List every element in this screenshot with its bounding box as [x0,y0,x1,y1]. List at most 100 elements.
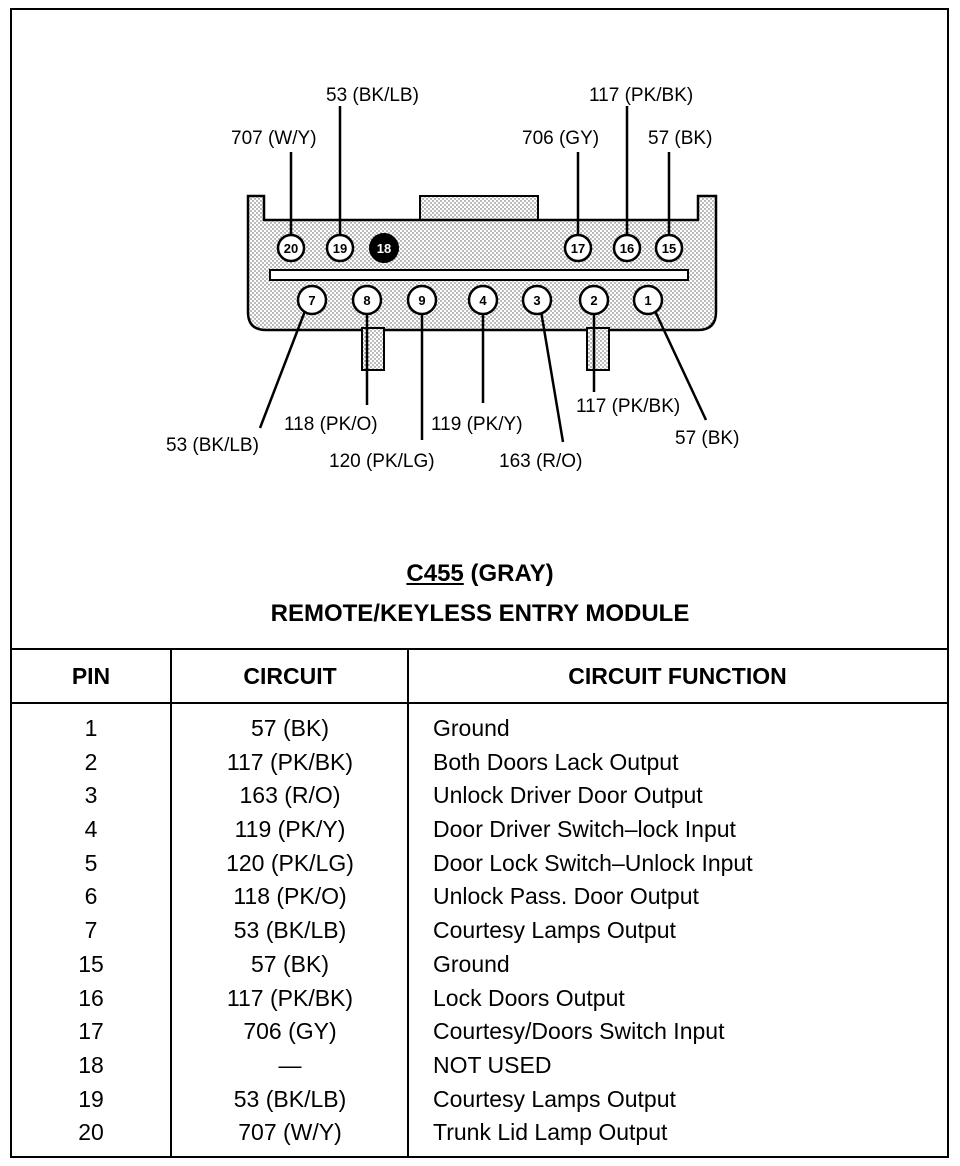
table-row: 2 117 (PK/BK) Both Doors Lack Output [10,746,949,780]
pin-number: 18 [377,241,391,256]
row-circuit: 117 (PK/BK) [226,748,354,775]
row-circuit: 53 (BK/LB) [233,917,347,944]
table-row: 18 — NOT USED [10,1049,949,1083]
table-row: 7 53 (BK/LB) Courtesy Lamps Output [10,914,949,948]
wire-label-pin-2: 117 (PK/BK) [576,396,680,417]
table-row: 17 706 (GY) Courtesy/Doors Switch Input [10,1015,949,1049]
row-function: Courtesy/Doors Switch Input [433,1018,725,1045]
row-circuit: 118 (PK/O) [233,883,347,910]
row-pin: 20 [78,1119,104,1146]
header-pin: PIN [71,663,111,689]
pin-number: 3 [533,293,540,308]
table-row: 19 53 (BK/LB) Courtesy Lamps Output [10,1083,949,1117]
header-circuit: CIRCUIT [243,663,337,689]
row-circuit: 707 (W/Y) [238,1119,342,1146]
row-pin: 15 [78,950,104,977]
row-function: Door Lock Switch–Unlock Input [433,849,753,876]
row-function: Ground [433,715,510,741]
table-row: 1 57 (BK) Ground [10,712,949,746]
module-title: REMOTE/KEYLESS ENTRY MODULE [270,600,690,627]
row-circuit: 57 (BK) [251,950,329,977]
wire-label-pin-15: 57 (BK) [648,128,712,149]
row-pin: 19 [78,1085,104,1112]
row-pin: 7 [84,917,98,944]
table-row: 3 163 (R/O) Unlock Driver Door Output [10,779,949,813]
pin-number: 19 [333,241,347,256]
wire-label-pin-3: 163 (R/O) [499,451,582,472]
row-function: Unlock Pass. Door Output [433,883,699,910]
row-circuit: 117 (PK/BK) [226,984,354,1011]
pin-20: 20 [276,233,306,263]
wire-label-pin-4: 119 (PK/Y) [431,414,523,435]
wire-label-pin-16: 117 (PK/BK) [589,85,693,106]
table-row: 16 117 (PK/BK) Lock Doors Output [10,982,949,1016]
pin-number: 1 [644,293,651,308]
pin-number: 15 [662,241,676,256]
row-function: Courtesy Lamps Output [433,917,676,944]
row-pin: 16 [78,984,104,1011]
pin-number: 17 [571,241,585,256]
row-pin: 17 [78,1018,104,1045]
row-pin: 4 [84,816,98,843]
table-row: 4 119 (PK/Y) Door Driver Switch–lock Input [10,813,949,847]
row-function: Trunk Lid Lamp Output [433,1119,668,1146]
row-pin: 1 [84,715,98,741]
pin-number: 8 [363,293,370,308]
row-function: Courtesy Lamps Output [433,1085,676,1112]
wire-label-pin-17: 706 (GY) [522,128,599,149]
pin-9: 9 [406,284,438,316]
table-row: 6 118 (PK/O) Unlock Pass. Door Output [10,880,949,914]
row-circuit: 120 (PK/LG) [226,849,354,876]
pin-8: 8 [351,284,383,316]
row-pin: 18 [78,1051,104,1078]
row-pin: 2 [84,748,98,775]
row-function: Both Doors Lack Output [433,748,679,775]
wire-label-pin-19: 53 (BK/LB) [326,85,419,106]
wire-leaders [258,106,708,443]
wire-label-pin-1: 57 (BK) [675,428,739,449]
connector-diagram: 20 19 18 17 16 15 7 8 9 4 3 2 [166,85,739,472]
diagram-titles: C455 (GRAY) REMOTE/KEYLESS ENTRY MODULE [0,558,960,630]
table-header: PIN CIRCUIT CIRCUIT FUNCTION [10,650,949,704]
pin-7: 7 [296,284,328,316]
row-circuit: 119 (PK/Y) [234,816,346,843]
wire-label-pin-20: 707 (W/Y) [231,128,317,149]
pin-17: 17 [563,233,593,263]
table-row: 15 57 (BK) Ground [10,948,949,982]
row-pin: 6 [84,883,98,910]
pin-number: 9 [418,293,425,308]
pin-19: 19 [325,233,355,263]
pin-number: 16 [620,241,634,256]
pin-number: 20 [284,241,298,256]
column-divider [407,650,409,1158]
row-circuit: 57 (BK) [251,715,329,741]
row-circuit: 53 (BK/LB) [233,1085,347,1112]
row-function: Ground [433,950,510,977]
pin-number: 2 [590,293,597,308]
column-divider [170,650,172,1158]
table-row: 20 707 (W/Y) Trunk Lid Lamp Output [10,1116,949,1150]
pin-15: 15 [654,233,684,263]
row-circuit: 706 (GY) [243,1018,337,1045]
pin-number: 7 [308,293,315,308]
row-function: Lock Doors Output [433,984,625,1011]
pin-4: 4 [467,284,499,316]
row-pin: 3 [84,782,98,809]
table-body: 1 57 (BK) Ground 2 117 (PK/BK) Both Doors Lac… [10,712,949,1150]
row-circuit: 163 (R/O) [239,782,341,809]
row-function: Door Driver Switch–lock Input [433,816,736,843]
pin-2: 2 [578,284,610,316]
row-function: Unlock Driver Door Output [433,782,703,809]
connector-name: C455 [406,560,464,587]
row-circuit: — [278,1051,302,1078]
wire-label-pin-8: 118 (PK/O) [284,414,378,435]
row-function: NOT USED [433,1051,552,1078]
connector-title: C455 (GRAY) [0,558,960,590]
pin-3: 3 [521,284,553,316]
wire-label-pin-9: 120 (PK/LG) [329,451,435,472]
pin-1: 1 [632,284,664,316]
wire-label-pin-7: 53 (BK/LB) [166,435,259,456]
connector-color: (GRAY) [470,560,554,587]
pin-function-table: PIN CIRCUIT CIRCUIT FUNCTION 1 57 (BK) Gro… [10,648,949,1158]
